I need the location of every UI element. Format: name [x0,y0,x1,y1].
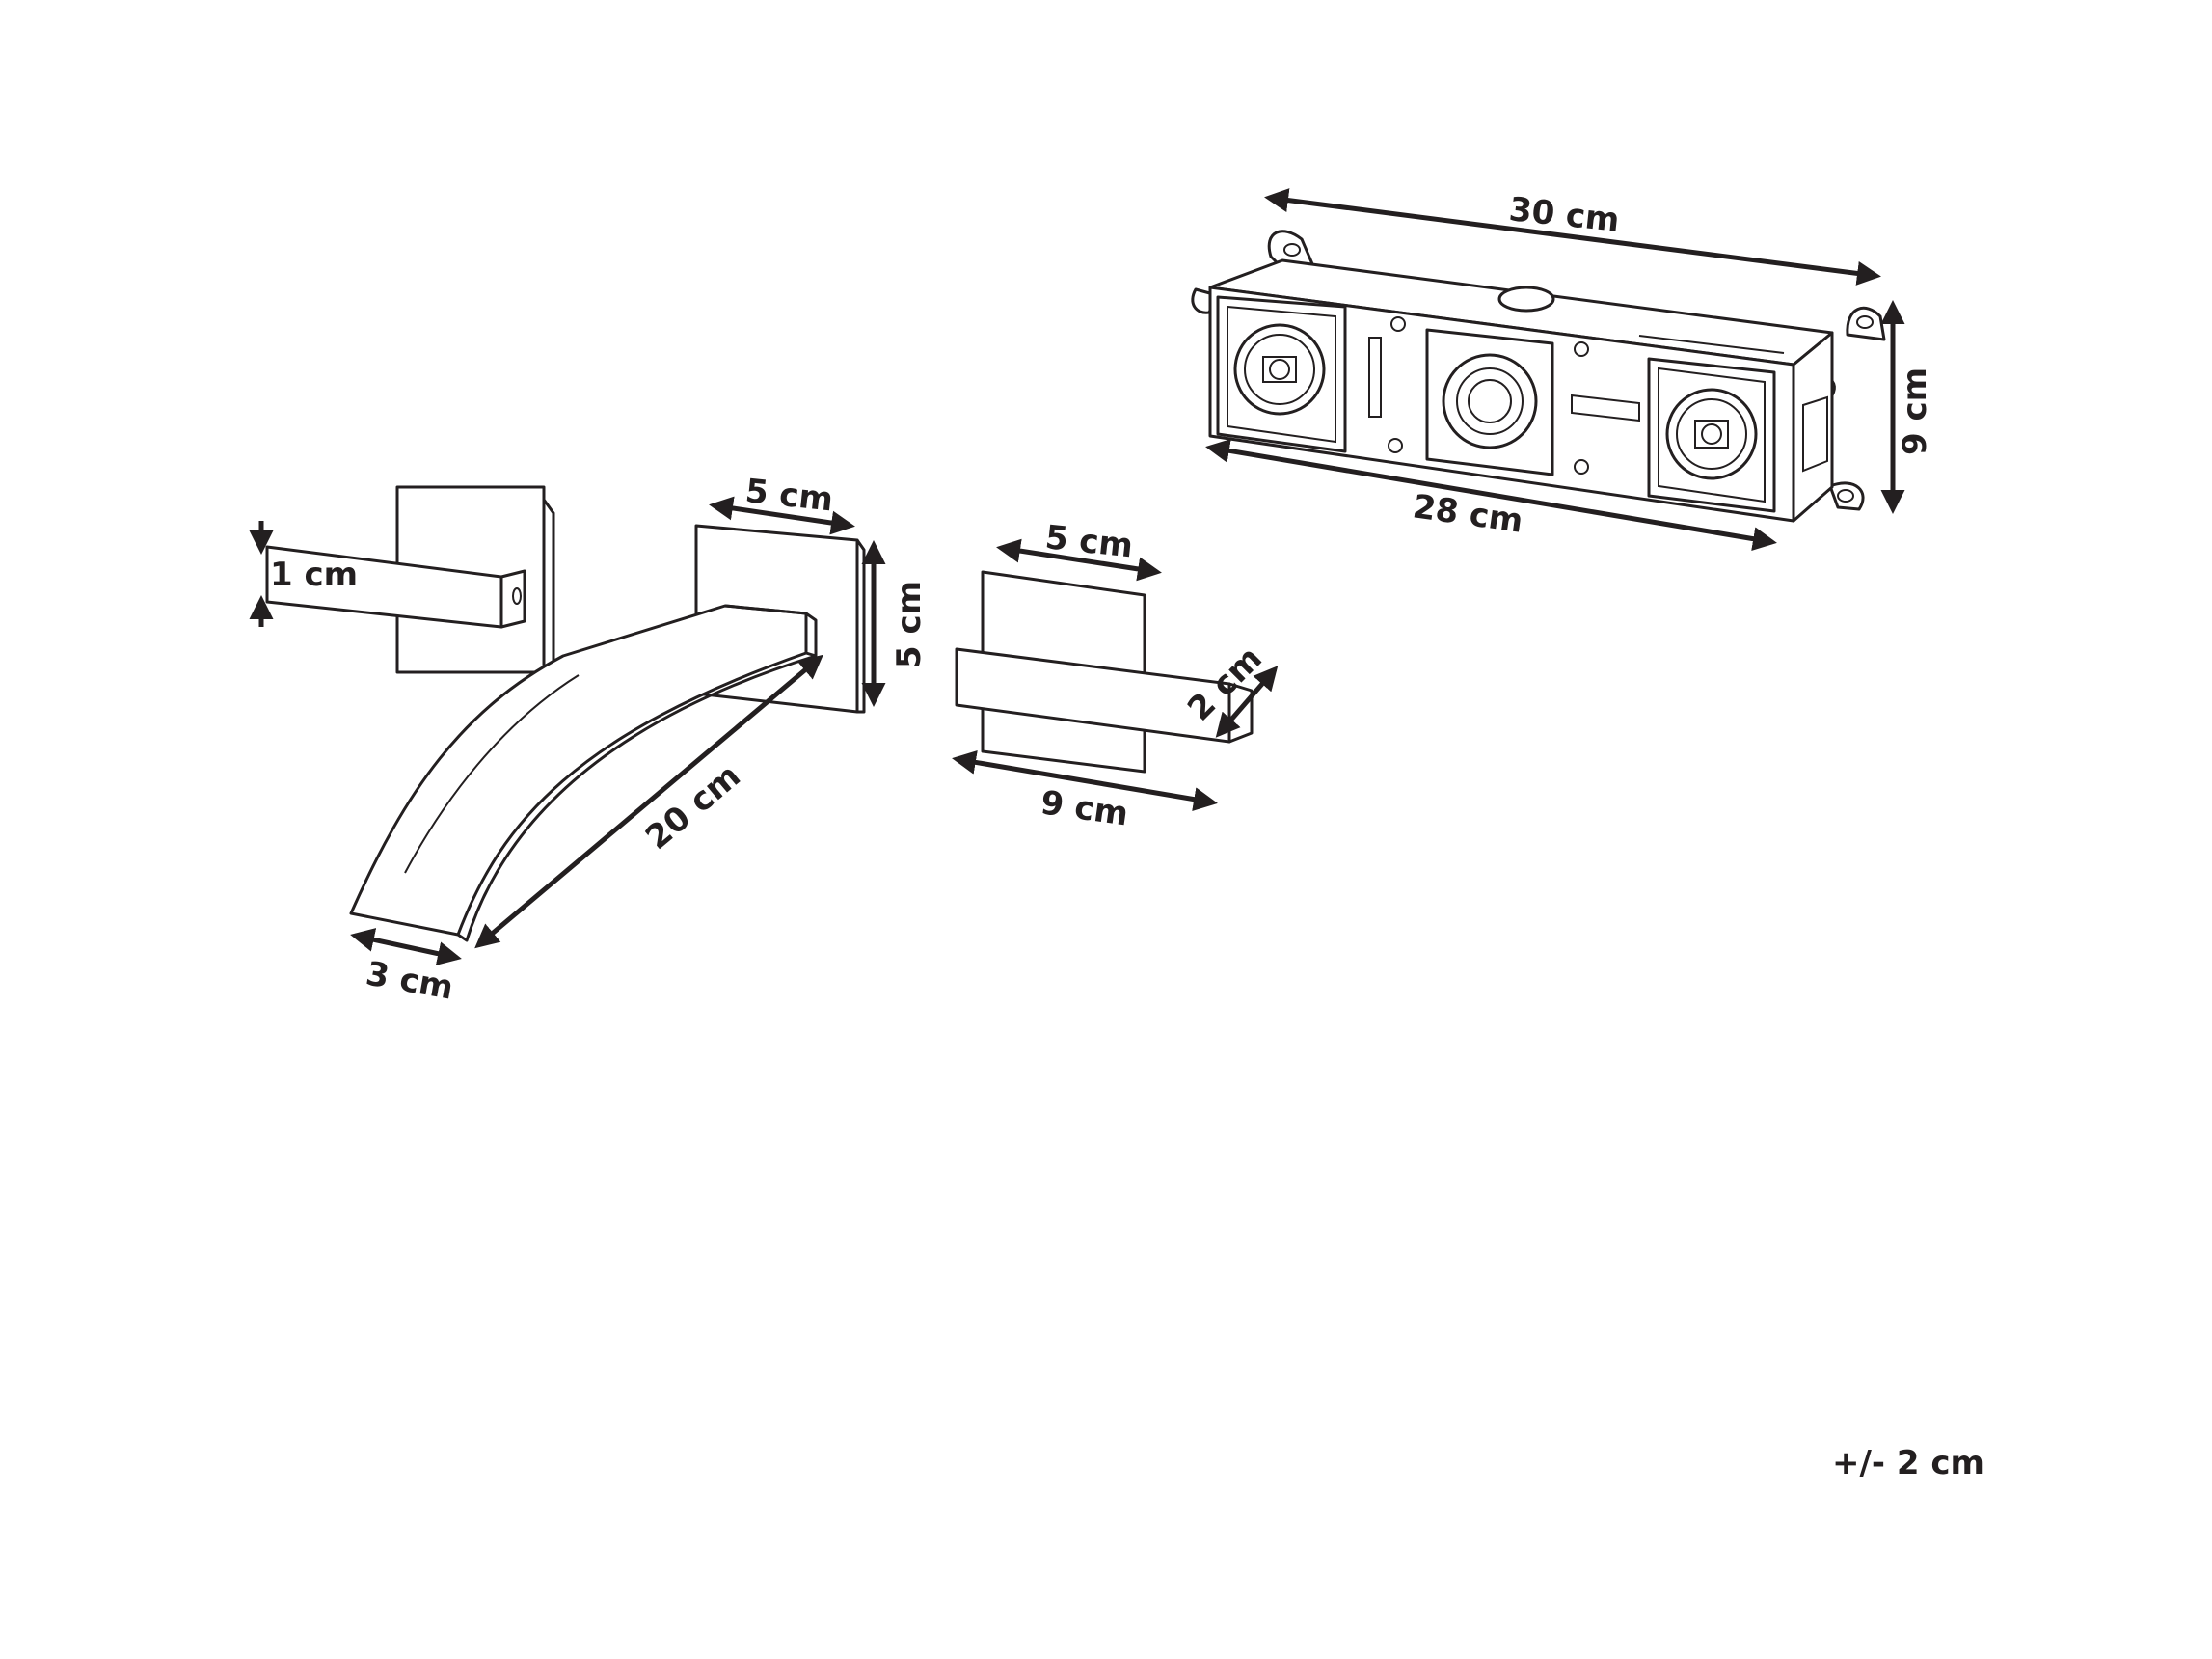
spout-length-label: 20 cm [638,757,748,857]
concealed-box-drawing [1191,230,1886,523]
tolerance-note: +/- 2 cm [1832,1444,1984,1482]
spout-tip-width-label: 3 cm [363,954,456,1007]
diverter-plate-width-label: 5 cm [1043,518,1135,565]
spout-plate-width-dimension: 5 cm [709,472,855,535]
box-top-width-dimension: 30 cm [1264,188,1881,286]
box-height-label: 9 cm [1896,367,1934,455]
handle-height-label: 1 cm [270,556,358,594]
diverter-drawing [955,570,1254,774]
diverter-plate-width-dimension: 5 cm [996,518,1162,582]
spout-plate-height-label: 5 cm [890,581,929,668]
handle-height-dimension: 1 cm [249,521,358,627]
spout-plate-width-label: 5 cm [743,472,835,519]
box-height-dimension: 9 cm [1880,300,1934,514]
spout-plate-height-dimension: 5 cm [861,540,929,707]
diverter-length-dimension: 9 cm [952,750,1218,834]
spout-tip-width-dimension: 3 cm [350,928,462,1008]
diverter-length-label: 9 cm [1039,783,1131,833]
